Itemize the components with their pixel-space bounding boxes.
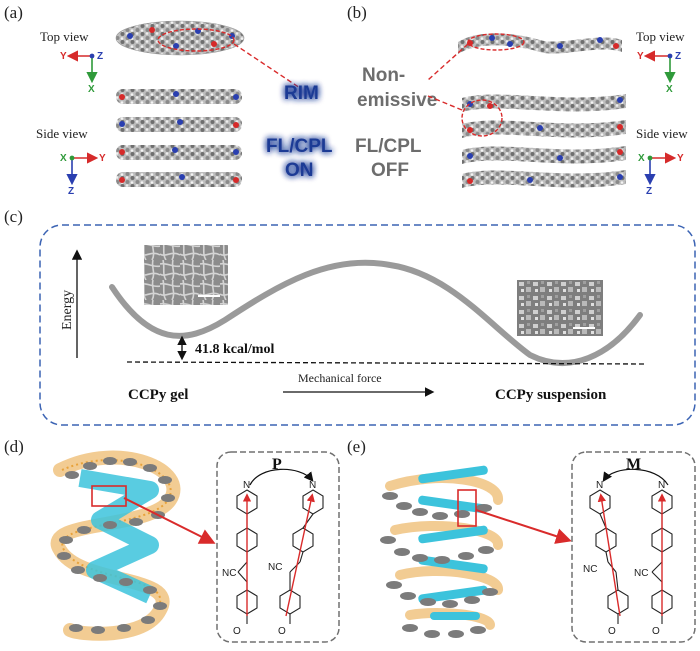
axis-label-b-side-left: X xyxy=(638,153,645,164)
panel-d-nc-right: NC xyxy=(268,562,282,573)
panel-d-molecules: P N NC O N NC O xyxy=(222,456,324,637)
panel-b-dashed-connector-side xyxy=(427,95,463,111)
panel-b-highlight-ring-top xyxy=(467,33,525,51)
gel-state-label: CCPy gel xyxy=(128,387,188,403)
chirality-m-label: M xyxy=(626,456,641,473)
axes-top-a: Top view Y Z X xyxy=(40,29,103,95)
panel-d-n-left: N xyxy=(243,480,250,491)
panel-a-side-stack xyxy=(116,89,242,187)
panel-d-nc-left: NC xyxy=(222,568,236,579)
panel-e-o-left: O xyxy=(608,626,616,637)
panel-a-dashed-connector xyxy=(233,43,301,89)
rim-label-group: RIM xyxy=(284,83,319,104)
panel-label-e: (e) xyxy=(347,437,366,456)
fl-cpl-on-line2: ON xyxy=(285,160,314,181)
energy-axis-label: Energy xyxy=(60,290,75,330)
top-view-label-b: Top view xyxy=(636,29,685,44)
panel-e-pointer-arrow xyxy=(475,509,572,544)
mechanical-force-label: Mechanical force xyxy=(298,371,382,385)
axis-label-a-side-left: X xyxy=(60,153,67,164)
panel-b-top-molecule xyxy=(458,33,622,54)
axis-label-a-top-down: X xyxy=(88,84,95,95)
panel-e-dipole-left xyxy=(597,493,621,617)
axes-side-a: Side view X Y Z xyxy=(36,126,106,197)
baseline-dashed xyxy=(126,361,646,365)
helix-m-highlight-box xyxy=(457,489,477,527)
energy-curve xyxy=(109,259,643,366)
panel-d-dipole-right xyxy=(285,493,315,617)
fl-cpl-on-line1: FL/CPL xyxy=(266,136,333,157)
axis-label-a-top-right: Z xyxy=(97,51,103,62)
axis-label-a-side-down: Z xyxy=(68,186,74,197)
axis-label-b-top-down: X xyxy=(666,84,673,95)
panel-b-dashed-connector-top xyxy=(427,43,469,81)
suspension-state-label: CCPy suspension xyxy=(495,387,607,403)
helix-p xyxy=(50,450,181,641)
axis-label-a-side-right: Y xyxy=(99,153,106,164)
chirality-p-label: P xyxy=(272,456,282,473)
side-view-label-b: Side view xyxy=(636,126,688,141)
panel-e-n-left: N xyxy=(596,480,603,491)
axis-label-b-side-right: Y xyxy=(677,153,684,164)
sem-image-suspension xyxy=(517,280,603,336)
panel-e-nc-right: NC xyxy=(634,568,648,579)
fl-on-group: FL/CPL ON xyxy=(266,136,333,181)
top-view-label-a: Top view xyxy=(40,29,89,44)
axis-label-b-side-down: Z xyxy=(646,186,652,197)
panel-d-o-left: O xyxy=(233,626,241,637)
panel-label-a: (a) xyxy=(4,3,23,22)
panel-d-pointer-arrow xyxy=(123,497,216,544)
panel-b-side-stack xyxy=(461,94,626,188)
panel-e-inset-frame xyxy=(571,451,696,643)
panel-e-nc-left: NC xyxy=(583,564,597,575)
side-view-label-a: Side view xyxy=(36,126,88,141)
fl-cpl-off-line2: OFF xyxy=(371,160,409,181)
panel-a-highlight-ring xyxy=(157,28,235,52)
panel-a-top-molecule xyxy=(115,20,245,56)
sem-image-gel xyxy=(144,245,228,305)
helix-m xyxy=(380,465,503,638)
axis-label-b-top-left: Y xyxy=(637,51,644,62)
helix-p-highlight-box xyxy=(91,485,127,507)
panel-d-n-right: N xyxy=(309,480,316,491)
panel-e-molecules: M N NC O N NC O xyxy=(583,456,673,637)
panel-e-n-right: N xyxy=(658,480,665,491)
axes-top-b: Top view Y Z X xyxy=(636,29,685,95)
axis-label-a-top-left: Y xyxy=(60,51,67,62)
panel-d-inset-frame xyxy=(216,451,340,643)
non-emissive-line1: Non- xyxy=(362,65,405,86)
rim-label: RIM xyxy=(284,83,319,104)
axis-label-b-top-right: Z xyxy=(675,51,681,62)
axes-side-b: Side view X Y Z xyxy=(636,126,688,197)
panel-label-c: (c) xyxy=(4,207,23,226)
barrier-label: 41.8 kcal/mol xyxy=(195,342,274,357)
panel-b-highlight-ring-side xyxy=(461,99,503,137)
panel-label-b: (b) xyxy=(347,3,367,22)
fl-cpl-off-line1: FL/CPL xyxy=(355,136,422,157)
panel-label-d: (d) xyxy=(4,437,24,456)
panel-d-o-right: O xyxy=(278,626,286,637)
panel-e-o-right: O xyxy=(652,626,660,637)
non-emissive-line2: emissive xyxy=(357,90,437,111)
